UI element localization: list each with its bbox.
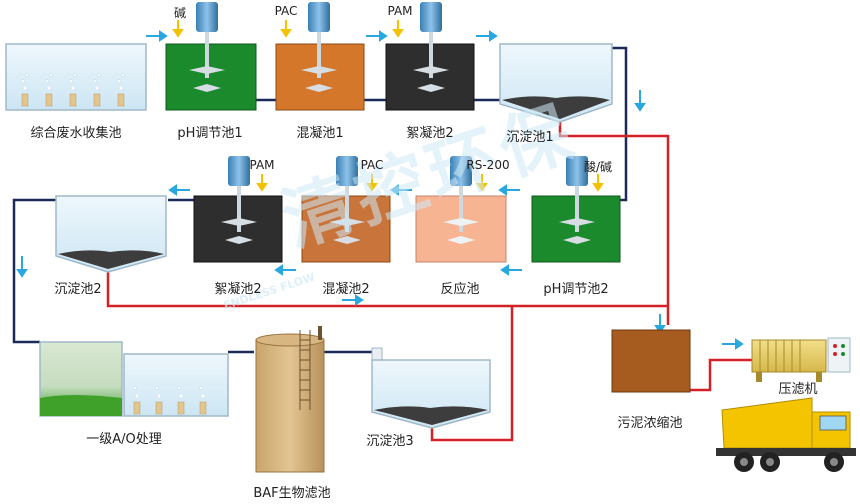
label-ao: 一级A/O处理 bbox=[86, 432, 162, 447]
label-ph2: pH调节池2 bbox=[543, 282, 609, 297]
label-coag2: 混凝池2 bbox=[322, 282, 370, 297]
ph-adjust-tank-1 bbox=[165, 2, 257, 111]
sedimentation-tank-3 bbox=[371, 347, 491, 429]
label-coag1: 混凝池1 bbox=[296, 126, 344, 141]
chem-pam-2: PAM bbox=[249, 158, 275, 172]
label-sed3: 沉淀池3 bbox=[366, 434, 414, 449]
filter-press bbox=[751, 337, 851, 382]
label-press: 压滤机 bbox=[778, 382, 818, 397]
chem-pac-2: PAC bbox=[360, 158, 384, 172]
label-ph1: pH调节池1 bbox=[177, 126, 243, 141]
sedimentation-tank-1 bbox=[499, 43, 613, 123]
ao-treatment-tanks bbox=[39, 341, 229, 417]
label-sludge: 污泥浓缩池 bbox=[617, 416, 683, 431]
chem-pam-1: PAM bbox=[387, 4, 413, 18]
chem-rs200: RS-200 bbox=[466, 158, 510, 172]
chem-acid-alkali: 酸/碱 bbox=[583, 160, 613, 174]
chem-alkali: 碱 bbox=[173, 6, 187, 20]
label-sed1: 沉淀池1 bbox=[506, 130, 554, 145]
sludge-pipes bbox=[106, 120, 752, 442]
label-collection: 综合废水收集池 bbox=[30, 126, 122, 141]
baf-biofilter bbox=[255, 326, 325, 473]
coagulation-tank-2 bbox=[301, 156, 391, 263]
sedimentation-tank-2 bbox=[55, 195, 167, 273]
reaction-tank bbox=[415, 156, 507, 263]
coagulation-tank-1 bbox=[275, 2, 365, 111]
chem-pac-1: PAC bbox=[274, 4, 298, 18]
label-floc1: 絮凝池2 bbox=[406, 126, 454, 141]
dose-arrows-row2 bbox=[256, 174, 604, 192]
dump-truck-icon bbox=[716, 397, 856, 472]
flow-arrows bbox=[16, 30, 744, 350]
flocculation-tank-2 bbox=[193, 156, 283, 263]
collection-tank bbox=[5, 43, 147, 111]
sludge-thickener bbox=[611, 329, 691, 393]
label-baf: BAF生物滤池 bbox=[253, 486, 331, 501]
label-floc2: 絮凝池2 bbox=[214, 282, 262, 297]
label-react: 反应池 bbox=[440, 282, 480, 297]
water-pipes bbox=[12, 46, 628, 354]
label-sed2: 沉淀池2 bbox=[54, 282, 102, 297]
ph-adjust-tank-2 bbox=[531, 156, 621, 263]
flocculation-tank-1 bbox=[385, 2, 475, 111]
dose-arrows-row1 bbox=[172, 20, 404, 38]
